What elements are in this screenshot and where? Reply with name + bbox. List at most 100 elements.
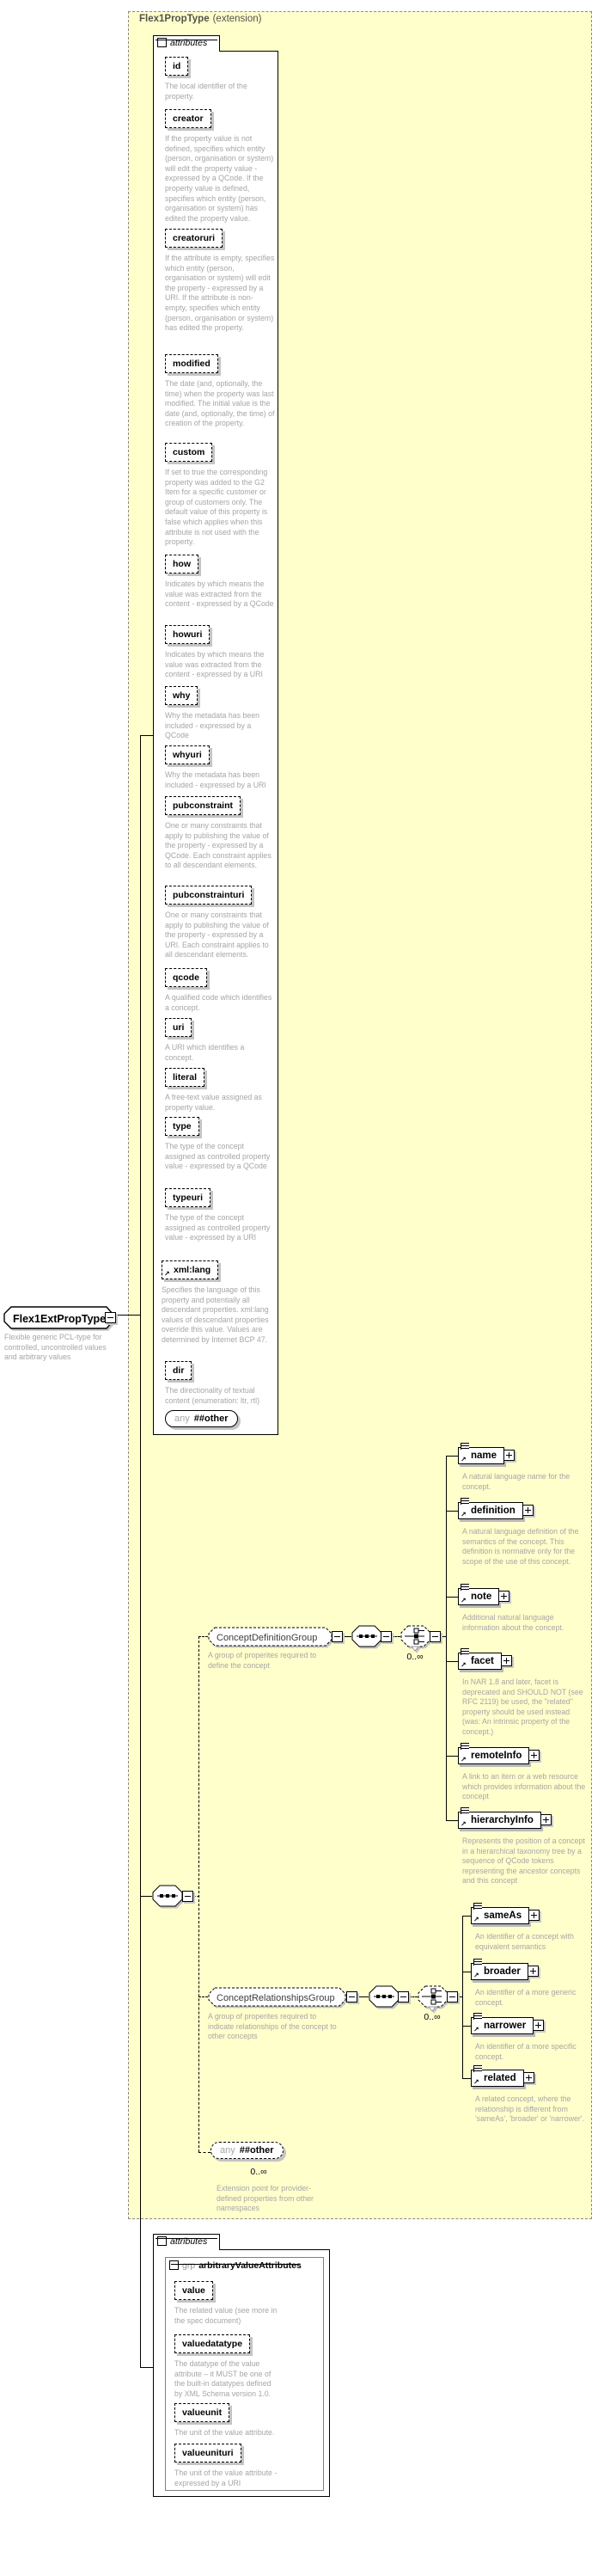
attribute-description: A qualified code which identifies a conc… <box>165 993 272 1012</box>
expand-plus-icon[interactable] <box>498 1591 510 1602</box>
connector-dashed-line <box>198 2152 210 2153</box>
root-element-shape[interactable]: Flex1ExtPropType <box>3 1306 116 1330</box>
sequence-icon <box>152 1885 183 1907</box>
element-remoteInfo[interactable]: ↗remoteInfo <box>458 1743 540 1764</box>
expand-plus-icon[interactable] <box>540 1814 552 1825</box>
collapse-minus-icon[interactable] <box>169 2260 179 2270</box>
element-label: hierarchyInfo <box>471 1815 534 1825</box>
connector-dashed-line <box>409 1996 418 1997</box>
expand-plus-icon[interactable] <box>522 2072 534 2083</box>
expand-plus-icon[interactable] <box>522 1505 534 1516</box>
group-name-label: arbitraryValueAttributes <box>198 2260 302 2271</box>
attribute-name-box: qcode <box>165 968 207 987</box>
connector-line <box>446 1597 458 1598</box>
element-name[interactable]: ↗name <box>458 1443 516 1464</box>
attribute-name-box: dir <box>165 1361 192 1380</box>
attribute-description: The related value (see more in the spec … <box>174 2306 278 2325</box>
reference-arrow-icon: ↗ <box>461 1511 467 1518</box>
any-other-wildcard: any##other <box>210 2142 284 2159</box>
any-other-wildcard: any##other <box>165 1410 238 1427</box>
attribute-name-box: whyuri <box>165 745 210 764</box>
attribute-description: The type of the concept assigned as cont… <box>165 1142 271 1171</box>
element-definition[interactable]: ↗definition <box>458 1498 534 1519</box>
reference-arrow-icon: ↗ <box>461 1456 467 1463</box>
group-description: A group of properites required to define… <box>208 1651 317 1670</box>
choice-collapse-minus-icon[interactable] <box>447 1991 458 2003</box>
connector-dashed-line <box>198 1996 208 1997</box>
diagram-title: Flex1PropType(extension) <box>139 14 261 24</box>
connector-line <box>458 1996 462 1997</box>
annotation-lines-icon <box>473 1959 482 1966</box>
element-hierarchyInfo[interactable]: ↗ hierarchyInfo <box>458 1807 552 1829</box>
connector-line <box>446 1756 458 1757</box>
reference-arrow-icon: ↗ <box>461 1597 467 1604</box>
choice-collapse-minus-icon[interactable] <box>430 1631 441 1642</box>
expand-plus-icon[interactable] <box>503 1450 516 1461</box>
annotation-lines-icon <box>473 2065 482 2072</box>
choice-icon <box>400 1625 431 1652</box>
attribute-name-box: type <box>165 1117 199 1136</box>
element-description: An identifier of a more generic concept. <box>475 1988 577 2007</box>
element-description: In NAR 1.8 and later, facet is deprecate… <box>462 1677 583 1736</box>
attribute-description: The directionality of textual content (e… <box>165 1386 260 1405</box>
sequence-collapse-minus-icon[interactable] <box>182 1891 193 1902</box>
connector-line <box>446 1456 458 1457</box>
attribute-name-box: valuedatatype <box>174 2334 251 2353</box>
expand-plus-icon[interactable] <box>500 1655 512 1666</box>
attribute-name-box: custom <box>165 443 213 462</box>
any-description: Extension point for provider-defined pro… <box>217 2184 314 2213</box>
annotation-lines-icon <box>461 1807 469 1814</box>
element-broader[interactable]: ↗broader <box>471 1959 539 1980</box>
connector-line <box>357 1996 369 1997</box>
attribute-name-box: uri <box>165 1018 192 1037</box>
element-description: Additional natural language information … <box>462 1613 564 1632</box>
element-narrower[interactable]: ↗narrower <box>471 2013 545 2034</box>
reference-arrow-icon: ↗ <box>473 1972 479 1979</box>
sequence-collapse-minus-icon[interactable] <box>381 1631 392 1642</box>
connector-line <box>343 1636 351 1637</box>
collapse-minus-icon[interactable] <box>157 38 167 47</box>
reference-arrow-icon: ↗ <box>461 1820 467 1828</box>
connector-dashed-line <box>198 1636 199 2152</box>
sequence-collapse-minus-icon[interactable] <box>398 1991 409 2003</box>
collapse-minus-icon[interactable] <box>157 2236 167 2246</box>
attribute-description: The date (and, optionally, the time) whe… <box>165 379 275 428</box>
connector-line <box>446 1511 458 1512</box>
attribute-name-box: how <box>165 555 198 573</box>
group-collapse-minus-icon[interactable] <box>346 1991 357 2003</box>
element-facet[interactable]: ↗facet <box>458 1648 512 1670</box>
annotation-lines-icon <box>461 1648 469 1655</box>
attribute-description: The type of the concept assigned as cont… <box>165 1213 271 1242</box>
element-sameAs[interactable]: ↗sameAs <box>471 1903 540 1924</box>
expand-plus-icon[interactable] <box>527 1966 539 1977</box>
element-related[interactable]: ↗related <box>471 2065 534 2087</box>
root-collapse-minus-icon[interactable] <box>105 1312 116 1323</box>
element-description: An identifier of a more specific concept… <box>475 2042 577 2061</box>
attribute-description: A free-text value assigned as property v… <box>165 1093 262 1112</box>
group-collapse-minus-icon[interactable] <box>332 1631 343 1642</box>
any-prefix: any <box>220 2145 235 2156</box>
any-namespace: ##other <box>193 1414 229 1424</box>
group-label: ConceptDefinitionGroup <box>217 1633 317 1643</box>
connector-line <box>140 1896 152 1897</box>
sequence-icon <box>369 1985 400 2008</box>
expand-plus-icon[interactable] <box>533 2020 545 2031</box>
root-element-label: Flex1ExtPropType <box>13 1313 106 1325</box>
cardinality-label: 0..∞ <box>424 2012 441 2022</box>
expand-plus-icon[interactable] <box>528 1750 540 1761</box>
expand-plus-icon[interactable] <box>528 1910 540 1921</box>
attribute-description: The local identifier of the property. <box>165 82 247 101</box>
attributes-panel-bottom-tab: attributes <box>153 2234 220 2250</box>
element-note[interactable]: ↗note <box>458 1584 510 1605</box>
annotation-lines-icon <box>461 1443 469 1450</box>
attribute-description: One or many constraints that apply to pu… <box>165 911 269 960</box>
